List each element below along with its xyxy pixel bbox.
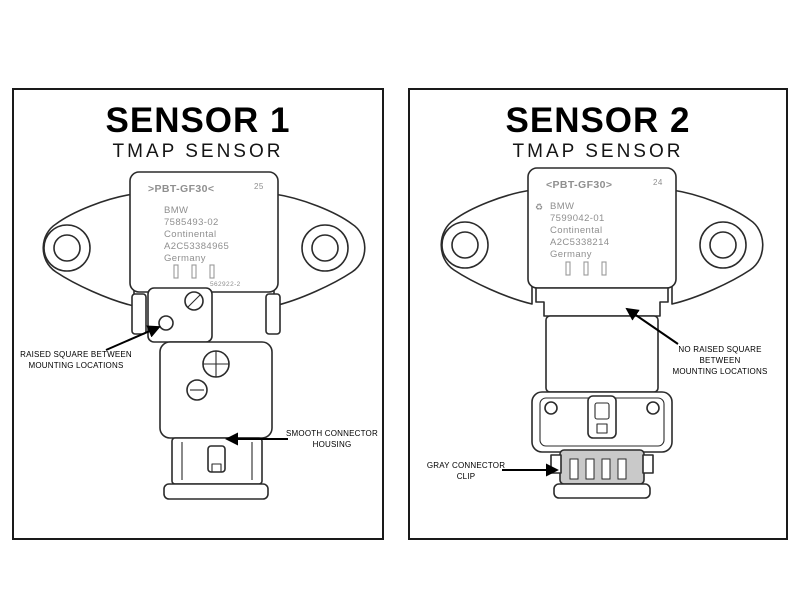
country-text: Germany (164, 253, 206, 264)
connector-base (163, 483, 269, 500)
sensor2-body (440, 167, 764, 499)
manufacturer-text: Continental (550, 225, 602, 236)
callout-gray-clip-line2: CLIP (457, 472, 476, 481)
country-text: Germany (550, 249, 592, 260)
clip-slot-1 (569, 458, 579, 480)
sensor2-title: SENSOR 2 (505, 101, 691, 140)
recycle-icon: ♻ (535, 202, 543, 212)
mounting-ear-left-hole (53, 234, 81, 262)
sensor1-label-text: >PBT-GF30< 25 BMW 7585493-02 Continental… (148, 182, 264, 288)
callout-no-raised-square-line2: BETWEEN (700, 356, 741, 365)
sensor1-title: SENSOR 1 (105, 101, 291, 140)
connector-latch (207, 445, 226, 473)
material-text: >PBT-GF30< (148, 183, 214, 195)
material-text: <PBT-GF30> (546, 179, 612, 191)
date-stamp-slot (187, 294, 201, 308)
callout-no-raised-square-line3: MOUNTING LOCATIONS (672, 367, 767, 376)
callout-raised-square-line2: MOUNTING LOCATIONS (28, 361, 123, 370)
date-stamp-circle-left (544, 401, 558, 415)
date-stamp-bars (173, 264, 215, 279)
arrow-no-raised-square (625, 307, 679, 345)
clip-ear-right (642, 454, 654, 474)
supplier-code-text: A2C53384965 (164, 241, 229, 252)
part-number-text: 7599042-01 (550, 213, 605, 224)
mounting-ear-left-hole (451, 231, 479, 259)
sensor2-illustration: <PBT-GF30> 24 ♻ BMW 7599042-01 Continent… (427, 167, 767, 499)
connector-key (587, 395, 617, 439)
sensor1-panel: SENSOR 1 TMAP SENSOR (12, 88, 384, 540)
raised-square-dot (158, 315, 174, 331)
side-tab-left (131, 293, 147, 335)
shaft (545, 315, 659, 393)
callout-smooth-connector-line1: SMOOTH CONNECTOR (286, 429, 378, 438)
connector-latch-window (211, 463, 222, 473)
brand-text: BMW (550, 201, 574, 212)
sensor2-panel: SENSOR 2 TMAP SENSOR (408, 88, 788, 540)
supplier-code-text: A2C5338214 (550, 237, 609, 248)
clip-slot-3 (601, 458, 611, 480)
mounting-ear-right-hole (709, 231, 737, 259)
sensor1-illustration: >PBT-GF30< 25 BMW 7585493-02 Continental… (20, 171, 378, 500)
part-number-text: 7585493-02 (164, 217, 219, 228)
flat-collar (535, 287, 669, 317)
sensor2-label-text: <PBT-GF30> 24 ♻ BMW 7599042-01 Continent… (535, 178, 663, 276)
side-tab-right (265, 293, 281, 335)
gray-connector-clip (550, 449, 654, 485)
sensor2-subtitle: TMAP SENSOR (512, 141, 684, 162)
date-stamp-circle-right (646, 401, 660, 415)
mold-cavity-text: 24 (653, 178, 663, 187)
clip-slot-2 (585, 458, 595, 480)
sensor1-body (42, 171, 366, 500)
connector-key-window (594, 402, 610, 420)
callout-raised-square-line1: RAISED SQUARE BETWEEN (20, 350, 132, 359)
mounting-ear-right-hole (311, 234, 339, 262)
brand-text: BMW (164, 205, 188, 216)
sensor2-callouts: NO RAISED SQUARE BETWEEN MOUNTING LOCATI… (427, 307, 767, 481)
arrow-raised-square (105, 325, 161, 351)
connector-base (553, 483, 651, 499)
clip-slot-4 (617, 458, 627, 480)
mold-cavity-text: 25 (254, 182, 264, 191)
connector-key-slot (596, 423, 608, 434)
date-stamp-bars (565, 261, 607, 276)
sensor1-subtitle: TMAP SENSOR (112, 141, 284, 162)
callout-smooth-connector-line2: HOUSING (313, 440, 352, 449)
callout-gray-clip-line1: GRAY CONNECTOR (427, 461, 505, 470)
manufacturer-text: Continental (164, 229, 216, 240)
sensor1-callouts: RAISED SQUARE BETWEEN MOUNTING LOCATIONS… (20, 325, 378, 449)
stamp-code-text: 562922-2 (210, 281, 241, 288)
callout-no-raised-square-line1: NO RAISED SQUARE (678, 345, 761, 354)
